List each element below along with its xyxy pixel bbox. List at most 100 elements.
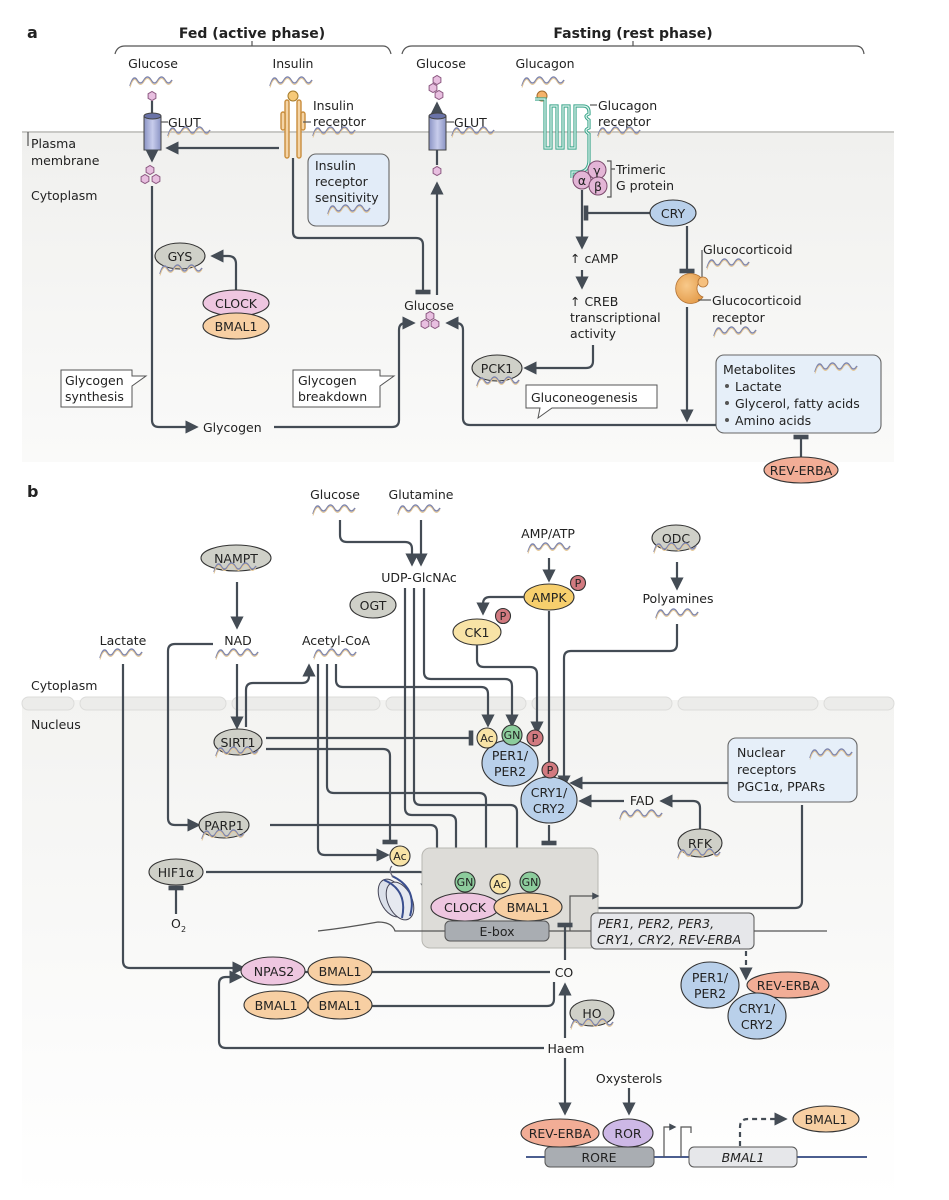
ebox-element [444,920,550,942]
wave-stroke [653,542,697,553]
glycogen-synthesis-label-1: Glycogen [65,373,124,388]
wave-highlight [99,650,143,660]
ck1-label: CK1 [465,625,490,640]
gys-gene-wave-icon [159,264,203,276]
udp-to-clock-gn-arrow [403,588,463,875]
glycogen-label: Glycogen [203,420,262,435]
rev-erba-label-b: REV-ERBA [529,1126,592,1141]
wave-highlight [312,128,356,138]
o2-subscript: 2 [181,925,186,934]
parp1-label: PARP1 [204,818,243,833]
wave-stroke [814,362,858,373]
glucagon-receptor-wave-icon [597,126,641,138]
wave-highlight [167,128,211,138]
nad-wave-icon [215,648,259,660]
udp-to-per-gn-arrow [422,588,519,728]
phospho-icon [526,729,544,747]
central-glucose-cluster-icon [420,310,440,330]
glycogen-breakdown-callout: Glycogen breakdown [292,369,396,408]
rfk-to-fad-arrow [659,794,702,829]
acetyl-mod-icon [489,873,511,895]
nampt-wave-icon [213,562,257,574]
per-label-1: PER1/ [492,748,529,763]
insulin-ligand-icon [287,90,299,102]
acetylcoa-to-per-ac-arrow [334,664,495,728]
bmal1-gene-box [688,1146,798,1168]
hif1a-label: HIF1α [158,865,194,880]
wave-stroke [167,126,211,137]
wave-stroke [313,648,357,659]
dna-strand [317,921,827,932]
rev-erba-protein-b [520,1118,600,1148]
wave-stroke [619,809,663,820]
bmal1-expression-dashed-arrow [738,1112,788,1146]
wave-highlight [809,750,853,760]
wave-highlight [451,128,495,138]
amp-atp-wave-icon [527,542,571,554]
ampk-to-ck1-arrow [476,595,524,616]
glut-gene-wave-icon [167,126,211,138]
plasma-membrane-label-2: membrane [31,153,100,168]
glutamine-label: Glutamine [389,487,454,502]
glucocorticoid-wave-icon [706,258,750,270]
polyamines-label: Polyamines [642,591,713,606]
wave-highlight [653,544,697,554]
metabolites-wave-icon [814,362,858,374]
acetyl-coa-wave-icon [313,648,357,660]
glucagon-gene-wave-icon [521,76,565,88]
transcription-start-icon [569,892,600,931]
insulin-sensitivity-label-1: Insulin [315,158,356,173]
gc-receptor-wave-icon [713,326,757,338]
bmal1-tss-active-icon [663,1123,677,1157]
rev-erba-label-a: REV-ERBA [770,463,833,478]
glycogen-synthesis-label-2: synthesis [65,389,124,404]
bmal1-product-label: BMAL1 [805,1112,848,1127]
glucose-gene-wave-icon [129,76,173,88]
rore-element [544,1146,655,1168]
sirt1-to-acetylcoa-arrow [244,663,316,727]
creb-label-2: transcriptional [570,310,661,325]
fasting-phase-title: Fasting (rest phase) [553,26,712,42]
glycogen-breakdown-label-2: breakdown [298,389,367,404]
gluconeogenesis-label: Gluconeogenesis [531,390,638,405]
glcnac-mod-icon [519,871,541,893]
wave-highlight [597,128,641,138]
nucleus-label: Nucleus [31,717,81,732]
nuclear-receptors-label-1: Nuclear [737,745,786,760]
wave-stroke [397,504,441,515]
bmal1-partner-label: BMAL1 [319,964,362,979]
pck1-gene-wave-icon [476,376,520,388]
parp1-inhibits-clock [270,823,445,891]
wave-stroke [451,126,495,137]
co-to-bmal1-dimer-arrow [283,982,556,1013]
rev-erba-product-label: REV-ERBA [757,978,820,993]
panel-b: b Cytoplasm Nucleus Glucose Glutamine UD… [21,482,895,1200]
bmal1-protein-a [202,312,270,340]
wave-highlight [213,564,257,574]
glucose-cluster-icon [140,164,161,185]
g-protein-label-1: Trimeric [615,162,666,177]
glucocorticoid-label: Glucocorticoid [703,242,793,257]
wave-highlight [521,78,565,88]
wave-stroke [713,326,757,337]
fed-glut-label: GLUT [168,115,201,130]
wave-stroke [215,648,259,659]
insulin-sensitivity-box [307,153,390,227]
fasting-glucose-out-icon [428,74,444,101]
acetyl-mod-label: Ac [480,732,493,745]
ck1-to-per-p-arrow [475,645,544,735]
glcnac-mod-icon [501,724,523,746]
plasma-membrane-label-1: Plasma [31,136,76,151]
wave-highlight [269,78,313,88]
wave-highlight [476,378,520,388]
creb-label-1: ↑ CREB [570,294,618,309]
glycogen-synthesis-arrow [150,419,199,434]
glucose-molecule-icon [147,90,157,102]
sirt1-inhibits-histone-ac [266,747,398,845]
per-product-label-2: PER2 [694,986,726,1001]
bmal1-gene-label: BMAL1 [722,1150,765,1165]
creb-to-pck1-arrow [523,345,595,375]
rfk-label: RFK [688,836,713,851]
bmal1-homodimer-b [307,990,373,1020]
